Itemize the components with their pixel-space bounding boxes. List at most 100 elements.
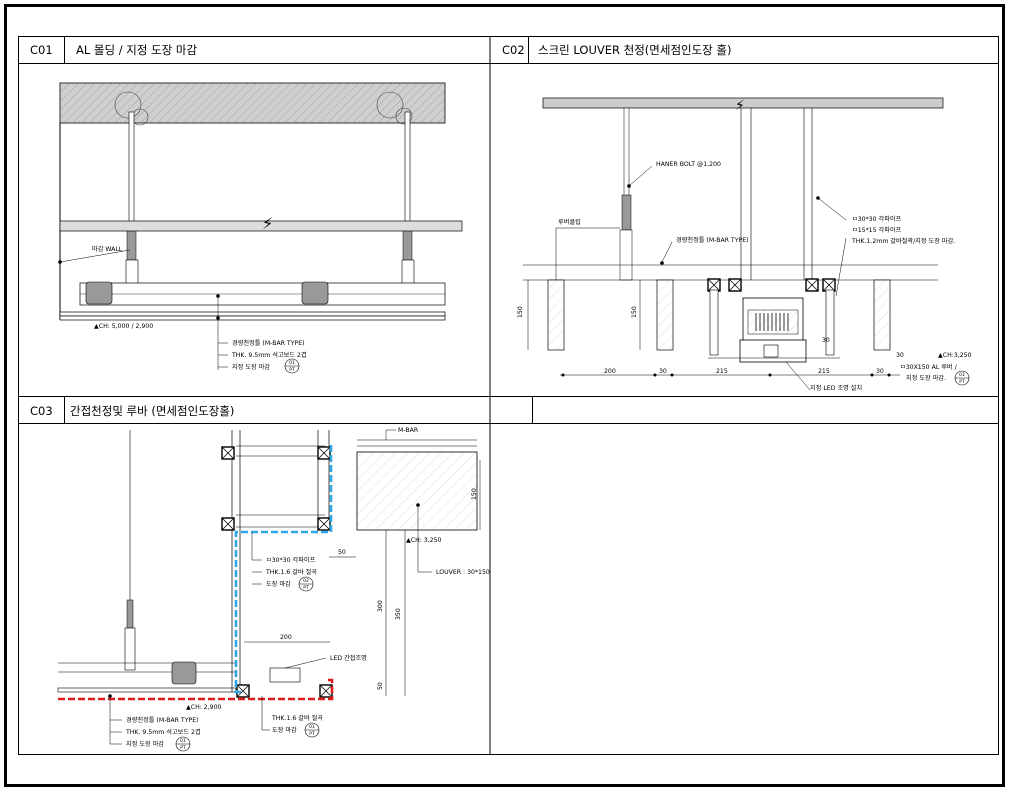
- label-ch: ▲CH: 5,000 / 2,900: [94, 323, 153, 330]
- tag-top: 01: [289, 360, 295, 366]
- label-led: LED 간접조명: [330, 654, 367, 662]
- label-mbar: 경량천정틀 (M-BAR TYPE): [232, 339, 305, 347]
- dim-30b: 30: [876, 368, 884, 375]
- detail-c01: ⚡ 마감 WALL ▲CH: 5,000 / 2,900 경량천정틀 (M-BA…: [58, 82, 463, 374]
- square-pipe-small: [822, 278, 836, 292]
- label-pipe15: ㅁ15*15 각파이프: [852, 226, 902, 234]
- panel-header-c03: C03 간접천정및 루바 (면세점인도장홀): [18, 396, 490, 424]
- header-divider: [528, 36, 529, 63]
- label-steel: THK.1.2mm 갈바철곽/지정 도장 마감.: [851, 237, 955, 245]
- dim-150b: 150: [631, 306, 638, 318]
- square-pipe: [319, 684, 333, 698]
- m-bar-clip: [85, 281, 113, 305]
- square-pipe: [728, 278, 742, 292]
- dim-150: 150: [471, 488, 478, 500]
- label-louver: LOUVER : 30*150: [436, 569, 490, 576]
- square-pipe: [221, 517, 235, 531]
- detail-c03: M-BAR 150 ▲CH: 3,250 LOUVER : 30*150 300…: [57, 427, 490, 752]
- label-ch2900: ▲CH: 2,900: [186, 704, 222, 711]
- louver-clip: [619, 229, 633, 281]
- led-fixture-body: [747, 309, 799, 335]
- gypsum-board: [59, 315, 446, 321]
- square-pipe: [317, 517, 331, 531]
- dim-150a: 150: [517, 306, 524, 318]
- label-wall: 마감 WALL: [92, 245, 123, 253]
- label-steel: THK.1.6 갈바 절곡: [265, 568, 317, 576]
- dim-50: 50: [338, 549, 346, 556]
- led-indirect-light: [269, 667, 301, 683]
- header-divider: [64, 397, 65, 424]
- gypsum-board: [57, 687, 237, 693]
- panel-title-c02: 스크린 LOUVER 천정(면세점인도장 홀): [538, 43, 732, 57]
- header-divider: [532, 397, 533, 424]
- break-symbol: ⚡: [262, 214, 273, 233]
- panel-header-empty: [490, 396, 999, 424]
- dim-30a: 30: [659, 368, 667, 375]
- galva-frame: [709, 289, 719, 356]
- hanger-thread: [126, 599, 134, 629]
- tag-bottom: PT: [959, 379, 965, 385]
- label-paint: 지정 도장 마감: [232, 363, 270, 371]
- square-pipe: [221, 446, 235, 460]
- label-led: 지정 LED 조명 설치: [810, 384, 862, 392]
- dim-215b: 215: [818, 368, 830, 375]
- label-mbar: 경량천정틀 (M-BAR TYPE): [676, 236, 749, 244]
- hanger-thread: [621, 194, 632, 231]
- anchor-circle: [376, 91, 404, 119]
- dim-30d: 30: [896, 352, 904, 359]
- tag-bottom: PT: [180, 745, 186, 751]
- tag-bottom: PT: [289, 367, 295, 373]
- tag-top: 01: [180, 738, 186, 744]
- square-pipe: [805, 278, 819, 292]
- label-board: THK. 9.5mm 석고보드 2겹: [125, 728, 201, 736]
- gypsum-board: [59, 311, 446, 317]
- label-paint2: 지정 도장 마감: [126, 740, 164, 748]
- header-divider: [64, 36, 65, 63]
- drawing-sheet: [18, 36, 999, 755]
- label-clip: 루버클립: [558, 218, 581, 226]
- label-mbar-top: M-BAR: [398, 427, 419, 434]
- tag-top: 02: [303, 578, 309, 584]
- carrying-channel: [59, 220, 463, 232]
- detail-c02: ⚡ 150: [517, 97, 972, 392]
- dim-200: 200: [604, 368, 616, 375]
- square-pipe: [317, 446, 331, 460]
- paint-finish-line: [58, 678, 334, 701]
- label-steel2: THK.1.6 갈바 절곡: [271, 714, 323, 722]
- drawing-frame: [4, 4, 1005, 787]
- hanger-thread: [402, 229, 413, 261]
- dim-200: 200: [280, 634, 292, 641]
- label-board: THK. 9.5mm 석고보드 2겹: [231, 351, 307, 359]
- panel-code-c02: C02: [502, 43, 525, 57]
- m-bar-clip: [171, 661, 197, 685]
- m-bar-clip: [301, 281, 329, 305]
- tag-top: 01: [309, 724, 315, 730]
- leader-line: [59, 249, 131, 263]
- panel-title-c03: 간접천정및 루바 (면세점인도장홀): [70, 404, 235, 418]
- label-louver: ㅁ30X150 AL 루버 /: [900, 363, 958, 371]
- label-paint: 도장 마감: [266, 580, 291, 588]
- panel-title-c01: AL 몰딩 / 지정 도장 마감: [76, 43, 198, 57]
- slab: [542, 97, 944, 109]
- galva-frame: [825, 289, 835, 356]
- label-pipe: ㅁ30*30 각파이프: [266, 556, 316, 564]
- tag-top: 01: [959, 372, 965, 378]
- dim-215a: 215: [716, 368, 728, 375]
- tag-bottom: PT: [303, 585, 309, 591]
- hanger-thread: [126, 229, 137, 261]
- galva-bend-line: [234, 445, 333, 694]
- hanger-clip: [124, 627, 136, 671]
- label-paint3: 도장 마감: [272, 726, 297, 734]
- tag-bottom: PT: [309, 731, 315, 737]
- anchor-circle: [395, 107, 413, 125]
- label-ch: ▲CH:3,250: [938, 352, 972, 359]
- label-ch3250: ▲CH: 3,250: [406, 537, 442, 544]
- dim-30c: 30: [822, 337, 830, 344]
- dim-300: 300: [377, 600, 384, 612]
- dim-50b: 50: [377, 682, 384, 690]
- panel-header-c02: C02 스크린 LOUVER 천정(면세점인도장 홀): [490, 36, 999, 64]
- label-bolt: HANER BOLT @1,200: [656, 160, 721, 168]
- slab-hatch: [60, 83, 445, 123]
- panel-header-c01: C01 AL 몰딩 / 지정 도장 마감: [18, 36, 490, 64]
